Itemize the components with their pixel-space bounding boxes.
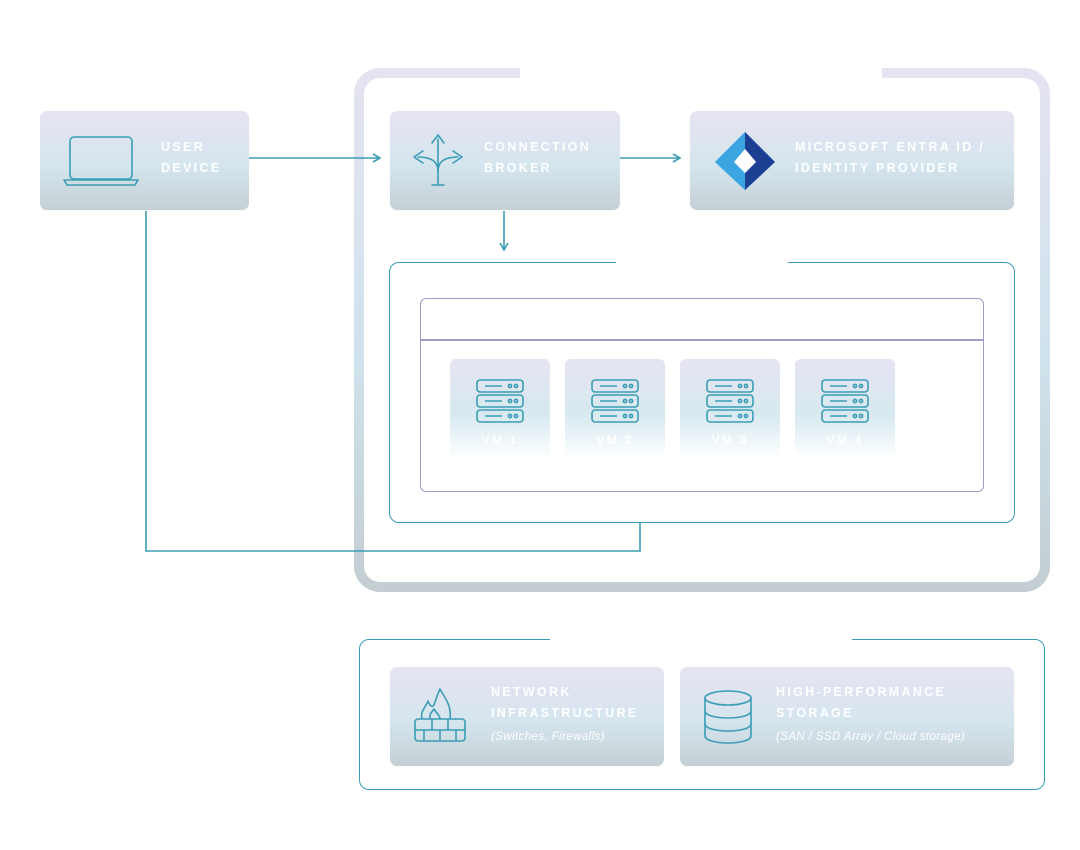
user-device-card[interactable]: USER DEVICE	[40, 111, 249, 210]
vm-label: VM 2	[596, 433, 634, 447]
laptop-icon	[62, 133, 140, 194]
server-icon	[821, 379, 869, 428]
network-infrastructure-title: NETWORK INFRASTRUCTURE	[491, 685, 639, 720]
host-pool-container	[420, 298, 984, 492]
storage-title: HIGH-PERFORMANCE STORAGE	[776, 685, 947, 720]
vm-host-title-gap	[616, 255, 788, 271]
vm-card[interactable]: VM 4	[795, 359, 895, 459]
storage-card[interactable]: HIGH-PERFORMANCE STORAGE (SAN / SSD Arra…	[680, 667, 1014, 766]
vm-label: VM 1	[481, 433, 519, 447]
connection-broker-title: CONNECTION BROKER	[484, 140, 592, 175]
vm-card[interactable]: VM 1	[450, 359, 550, 459]
server-icon	[706, 379, 754, 428]
database-icon	[702, 689, 754, 750]
vm-label: VM 3	[711, 433, 749, 447]
host-pool-header-divider	[421, 339, 983, 341]
server-icon	[591, 379, 639, 428]
identity-provider-title: MICROSOFT ENTRA ID / IDENTITY PROVIDER	[795, 140, 985, 175]
storage-subtitle: (SAN / SSD Array / Cloud storage)	[776, 731, 966, 743]
identity-provider-card[interactable]: MICROSOFT ENTRA ID / IDENTITY PROVIDER	[690, 111, 1014, 210]
vm-card[interactable]: VM 2	[565, 359, 665, 459]
frame-title-gap	[520, 60, 882, 84]
network-infrastructure-subtitle: (Switches, Firewalls)	[491, 731, 605, 743]
split-arrows-icon	[408, 131, 468, 192]
infrastructure-title-gap	[550, 632, 852, 648]
firewall-icon	[412, 687, 468, 752]
network-infrastructure-card[interactable]: NETWORK INFRASTRUCTURE (Switches, Firewa…	[390, 667, 664, 766]
user-device-title: USER DEVICE	[161, 140, 222, 175]
entra-id-logo	[712, 129, 778, 198]
line-user-to-vms	[145, 211, 641, 552]
connection-broker-card[interactable]: CONNECTION BROKER	[390, 111, 620, 210]
vm-card[interactable]: VM 3	[680, 359, 780, 459]
vm-label: VM 4	[826, 433, 864, 447]
server-icon	[476, 379, 524, 428]
